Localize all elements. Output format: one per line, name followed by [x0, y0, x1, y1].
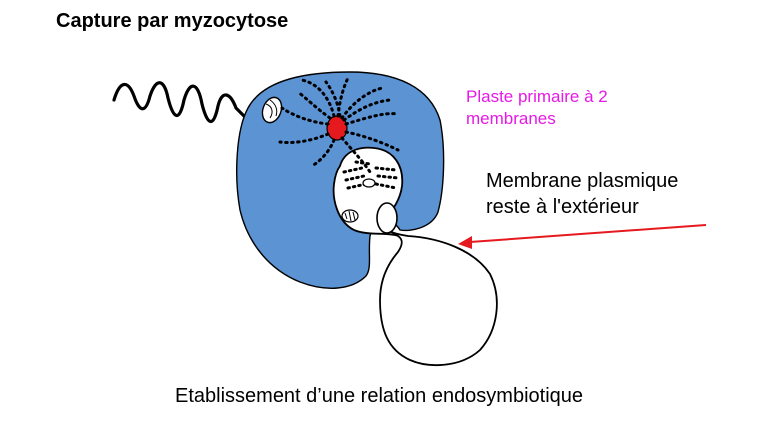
slide-title: Capture par myzocytose — [56, 10, 289, 32]
membrane-label-line2: reste à l'extérieur — [486, 196, 639, 218]
prey-cell — [332, 146, 498, 366]
plaste-label-line2: membranes — [466, 109, 556, 128]
prey-nucleus — [362, 178, 376, 188]
host-mitochondrion — [261, 96, 283, 124]
membrane-label: Membrane plasmique reste à l'extérieur — [486, 168, 746, 220]
flagellum — [112, 81, 248, 124]
plaste-label-line1: Plaste primaire à 2 — [466, 87, 608, 106]
prey-mitochondrion — [341, 209, 359, 223]
membrane-label-line1: Membrane plasmique — [486, 170, 679, 192]
endoplasmic-reticulum — [278, 76, 400, 174]
plaste-label: Plaste primaire à 2 membranes — [466, 86, 666, 130]
membrane-arrow — [458, 224, 707, 249]
slide-caption: Etablissement d’une relation endosymbiot… — [175, 385, 584, 407]
prey-vacuole — [376, 202, 398, 234]
